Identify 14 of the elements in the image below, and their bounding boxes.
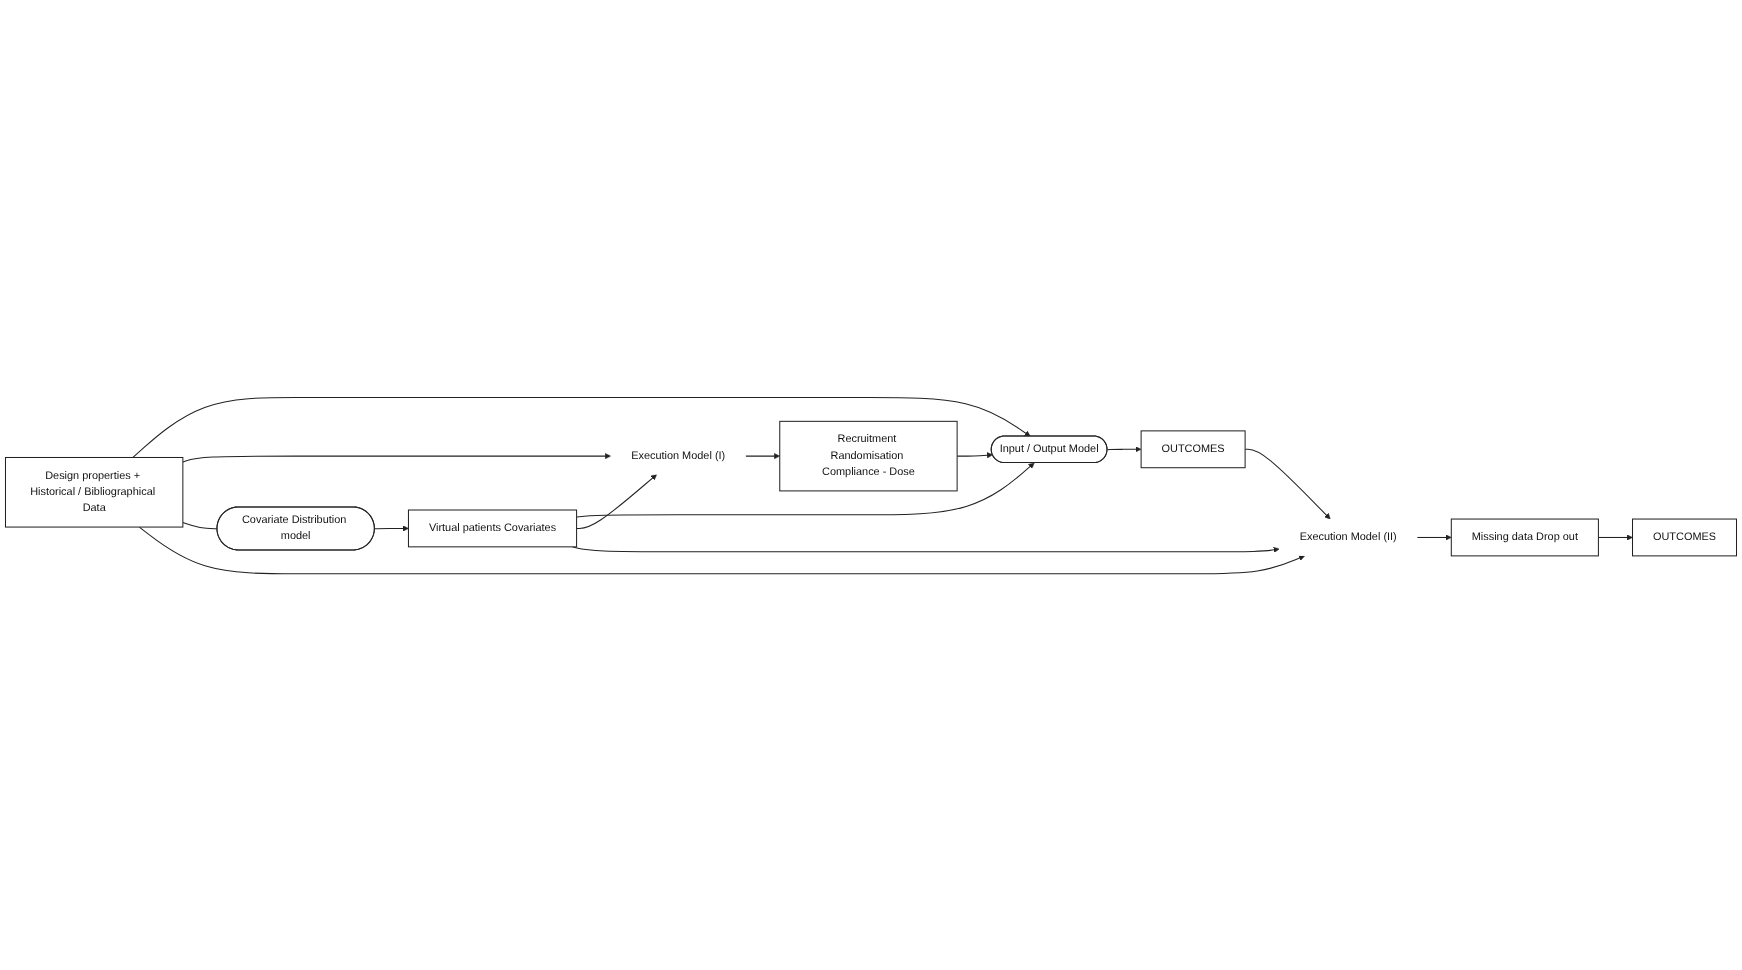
arrow — [956, 451, 993, 458]
connector — [182, 521, 218, 529]
arrow — [1597, 533, 1633, 540]
arrow — [745, 452, 781, 459]
arrow — [374, 524, 409, 531]
arrow — [571, 545, 1280, 553]
arrow — [138, 525, 1305, 574]
arrow — [132, 396, 1031, 458]
arrow — [576, 473, 657, 529]
arrow — [1244, 448, 1331, 519]
arrow — [1106, 445, 1142, 452]
arrow — [1416, 533, 1452, 540]
arrow — [182, 452, 611, 462]
arrow — [576, 462, 1035, 517]
